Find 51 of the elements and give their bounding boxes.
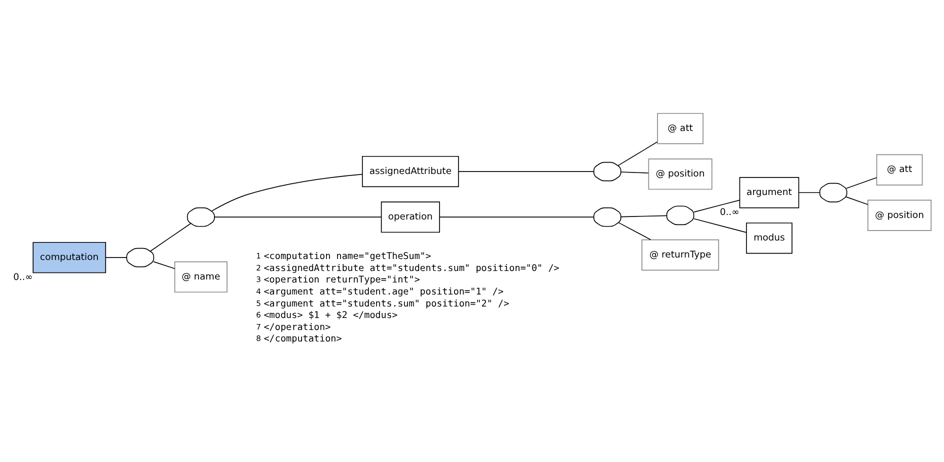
connector	[846, 177, 878, 189]
label: <assignedAttribute att="students.sum" position="0" />	[264, 262, 560, 274]
node-box: computation	[32, 242, 106, 274]
connector	[153, 261, 176, 270]
node-octagon	[666, 206, 694, 226]
connector	[458, 171, 594, 172]
node-octagon	[593, 207, 622, 227]
connector	[694, 218, 747, 233]
label: 5	[256, 298, 261, 308]
label: 3	[256, 275, 261, 284]
node-octagon	[187, 207, 215, 227]
connector	[620, 172, 649, 174]
label: <argument att="student.age" position="1" />	[264, 286, 504, 298]
node-box: @ position	[648, 158, 712, 190]
connector	[846, 196, 868, 205]
label: 1	[256, 252, 261, 261]
label: <argument att="students.sum" position="2" />	[264, 298, 510, 310]
node-box: argument	[739, 177, 800, 208]
connector	[214, 216, 382, 218]
node-box: @ returnType	[641, 239, 720, 271]
connector	[618, 141, 658, 166]
label: <modus> $1 + $2 </modus>	[264, 310, 398, 322]
node-label: 0..∞	[720, 207, 740, 218]
label: <computation name="getTheSum">	[264, 251, 432, 262]
connector	[618, 222, 652, 240]
label: 8	[256, 334, 261, 344]
node-octagon	[126, 248, 154, 268]
node-box: assignedAttribute	[362, 156, 459, 188]
connector	[211, 174, 363, 212]
connector	[106, 257, 127, 258]
connector	[620, 215, 667, 218]
label: 2	[256, 263, 261, 272]
node-box: @ name	[174, 261, 228, 293]
connector	[798, 192, 820, 194]
label: </operation>	[264, 322, 331, 333]
node-box: modus	[746, 222, 792, 254]
node-box: @ att	[657, 112, 704, 144]
node-box: @ position	[867, 200, 932, 231]
connector	[439, 216, 594, 218]
node-label: 0..∞	[13, 272, 33, 284]
node-box: operation	[380, 201, 440, 233]
node-octagon	[593, 162, 622, 182]
label: 6	[256, 310, 261, 320]
node-octagon	[819, 182, 848, 202]
connector	[150, 223, 192, 252]
label: 7	[256, 322, 261, 332]
node-box: @ att	[876, 154, 923, 186]
label: 4	[256, 286, 261, 296]
label: </computation>	[264, 334, 342, 345]
connector	[694, 200, 740, 212]
label: <operation returnType="int">	[264, 274, 420, 286]
